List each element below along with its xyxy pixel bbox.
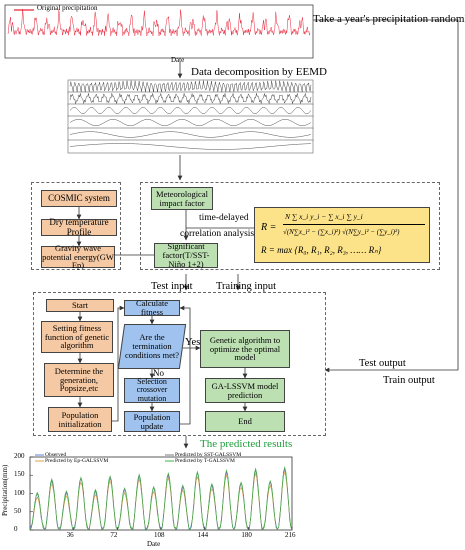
decomposition-label: Data decomposition by EEMD — [191, 66, 327, 78]
correlation-analysis-label: correlation analysis — [180, 229, 255, 239]
ga-lssvm-box: GA-LSSVM model prediction — [205, 378, 285, 403]
bottom-chart-ylabel: Precipitation(mm) — [1, 464, 9, 516]
chart-frame — [29, 456, 293, 531]
test-output-label: Test output — [359, 358, 406, 369]
train-output-label: Train output — [383, 375, 435, 386]
original-precip-series — [7, 8, 311, 37]
formula-r-label: R = — [261, 222, 277, 233]
y-tick-label: 0 — [14, 525, 18, 533]
meteo-group — [140, 182, 440, 270]
x-tick-label: 108 — [154, 531, 165, 539]
termination-text: Are the termination conditions met? — [124, 332, 180, 360]
dry-temp-box: Dry temperature Profile — [41, 217, 117, 236]
gw-energy-box: Gravity wave potential energy(GW Ep) — [41, 242, 115, 271]
legend-entry: Observed — [45, 452, 67, 458]
y-tick-label: 100 — [14, 488, 25, 497]
x-tick-label: 36 — [66, 531, 74, 539]
take-year-label: Take a year's precipitation randomly — [313, 13, 465, 25]
end-box: End — [205, 411, 285, 432]
loop-test-output — [324, 19, 459, 373]
genetic-opt-box: Genetic algorithm to optimize the optima… — [200, 330, 290, 368]
legend-entry: Predicted by Ep-GALSSVM — [45, 458, 109, 464]
time-delayed-label: time-delayed — [199, 213, 249, 223]
legend-entry: Predicted by SST-GALSSVM — [175, 452, 242, 458]
x-tick-label: 144 — [197, 531, 209, 539]
determine-generation-box: Determine the generation, Popsize,etc — [44, 363, 114, 397]
population-init-box: Population initialization — [48, 407, 112, 432]
x-tick-label: 72 — [110, 531, 118, 539]
y-tick-label: 200 — [14, 452, 25, 460]
predicted-results-label: The predicted results — [200, 438, 293, 450]
ga-lssvm-group — [33, 292, 326, 436]
no-label: No — [153, 368, 164, 378]
meteo-impact-box: Meteorological impact factor — [151, 187, 213, 210]
cosmic-system-box: COSMIC system — [41, 190, 117, 207]
termination-decision: Are the termination conditions met? — [117, 324, 187, 369]
training-input-label: Training input — [216, 281, 276, 292]
formula-numerator: N ∑ x_i y_i − ∑ x_i ∑ y_i — [285, 212, 363, 221]
formula-denominator: √(N∑x_i² − (∑x_i)²) √(N∑y_i² − (∑y_i)²) — [283, 228, 400, 236]
setting-fitness-box: Setting fitness function of genetic algo… — [41, 321, 113, 353]
original-precip-legend: Original precipitation — [37, 4, 98, 12]
x-tick-label: 180 — [241, 531, 252, 539]
formula-max: R = max {R₀, R₁, R₂, R₃, …… Rₙ} — [261, 245, 382, 255]
yes-label: Yes — [185, 337, 201, 348]
significant-factor-box: Significant factor(T/SST-Niño 1+2) — [154, 242, 218, 268]
y-tick-label: 150 — [14, 470, 25, 479]
population-update-box: Population update — [124, 411, 180, 432]
selection-box: Selection crossover mutation — [124, 377, 180, 403]
original-precip-frame — [4, 4, 314, 59]
arrow-update-calc — [179, 305, 191, 425]
top-chart-xlabel: Date — [171, 56, 185, 64]
eemd-imf-stack — [67, 79, 314, 154]
cosmic-group — [31, 182, 121, 270]
legend-entry: Predicted by T-GALSSVM — [175, 458, 235, 464]
predicted-results-chart — [29, 454, 293, 531]
x-tick-label: 216 — [285, 531, 296, 539]
formula-fraction-bar — [283, 224, 425, 225]
y-tick-label: 50 — [14, 506, 21, 515]
test-input-label: Test input — [151, 281, 193, 292]
start-box: Start — [46, 299, 114, 312]
bottom-chart-xlabel: Date — [147, 540, 161, 548]
calculate-fitness-box: Calculate fitness — [124, 299, 180, 316]
formula-box: R = N ∑ x_i y_i − ∑ x_i ∑ y_i √(N∑x_i² −… — [254, 207, 430, 263]
